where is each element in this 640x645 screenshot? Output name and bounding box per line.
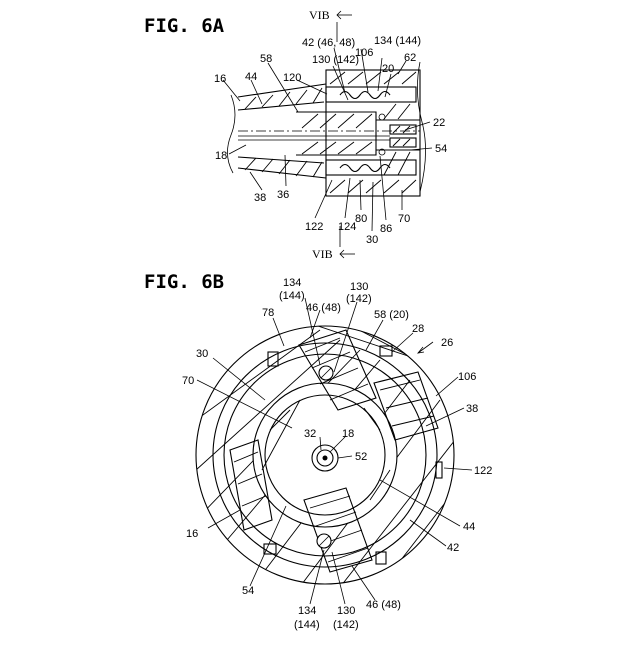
- label-130: 130 (142): [312, 54, 359, 66]
- label-144-bottom: (144): [294, 619, 320, 631]
- label-18: 18: [215, 150, 227, 162]
- label-20: 20: [382, 63, 394, 75]
- section-label-bottom: VIB: [312, 247, 333, 261]
- label-134-bottom: 134: [298, 605, 316, 617]
- inner-cylinder: [253, 383, 397, 527]
- label-134: 134 (144): [374, 35, 421, 47]
- label-142-top: (142): [346, 293, 372, 305]
- label-80: 80: [355, 213, 367, 225]
- label-22: 22: [433, 117, 445, 129]
- label-144-top: (144): [279, 290, 305, 302]
- label-44: 44: [463, 521, 475, 533]
- figure-6b-title: FIG. 6B: [144, 271, 224, 293]
- label-62: 62: [404, 52, 416, 64]
- label-58: 58 (20): [374, 309, 409, 321]
- label-26: 26: [441, 337, 453, 349]
- label-120: 120: [283, 72, 301, 84]
- label-52: 52: [355, 451, 367, 463]
- label-122: 122: [474, 465, 492, 477]
- label-38: 38: [254, 192, 266, 204]
- figure-6a-title: FIG. 6A: [144, 15, 225, 37]
- label-46-top: 46 (48): [306, 302, 341, 314]
- label-86: 86: [380, 223, 392, 235]
- label-44: 44: [245, 71, 257, 83]
- label-30: 30: [366, 234, 378, 246]
- label-46-bottom: 46 (48): [366, 599, 401, 611]
- label-142-bottom: (142): [333, 619, 359, 631]
- label-134-top: 134: [283, 277, 301, 289]
- label-130-bottom: 130: [337, 605, 355, 617]
- label-28: 28: [412, 323, 424, 335]
- label-30: 30: [196, 348, 208, 360]
- reference-labels-6a: 42 (46, 48) 134 (144) 130 (142) 106 20 6…: [214, 35, 447, 246]
- label-16: 16: [186, 528, 198, 540]
- label-70: 70: [182, 375, 194, 387]
- label-18: 18: [342, 428, 354, 440]
- label-78: 78: [262, 307, 274, 319]
- figure-6b: FIG. 6B: [144, 271, 492, 631]
- label-58: 58: [260, 53, 272, 65]
- label-54: 54: [242, 585, 254, 597]
- label-54: 54: [435, 143, 447, 155]
- label-36: 36: [277, 189, 289, 201]
- label-42: 42 (46, 48): [302, 37, 355, 49]
- label-38: 38: [466, 403, 478, 415]
- label-130-top: 130: [350, 281, 368, 293]
- section-label-top: VIB: [309, 8, 330, 22]
- label-124: 124: [338, 221, 356, 233]
- label-42: 42: [447, 542, 459, 554]
- label-122: 122: [305, 221, 323, 233]
- label-16: 16: [214, 73, 226, 85]
- label-106: 106: [458, 371, 476, 383]
- label-32: 32: [304, 428, 316, 440]
- figure-6a: FIG. 6A VIB VIB: [144, 8, 447, 261]
- label-70: 70: [398, 213, 410, 225]
- label-106: 106: [355, 47, 373, 59]
